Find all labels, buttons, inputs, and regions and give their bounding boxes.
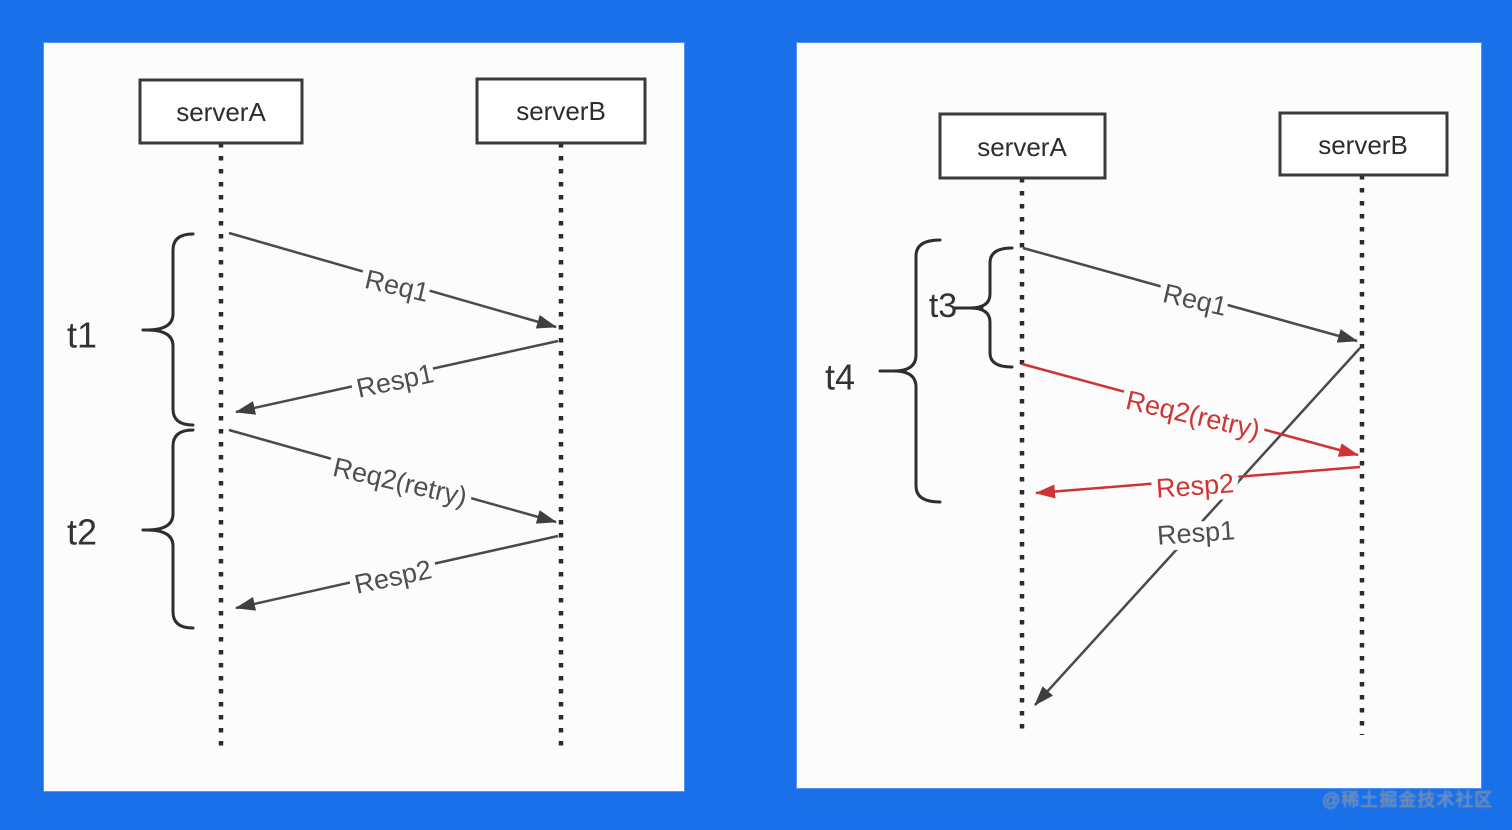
sequence-diagram-right: serverA serverB t4 t3: [825, 111, 1449, 735]
actor-label-server-b: serverB: [516, 96, 606, 126]
actor-server-b: serverB: [1278, 111, 1449, 177]
req1-arrow: [1022, 246, 1358, 343]
resp1-label: Resp1: [354, 358, 437, 404]
bracket-t3: t3: [929, 246, 1014, 369]
actor-server-a: serverA: [138, 78, 304, 145]
resp1-arrow: [235, 339, 559, 415]
right-diagram-panel: serverA serverB t4 t3: [797, 43, 1481, 788]
bracket-t4: t4: [825, 238, 942, 504]
bracket-label-t2: t2: [67, 512, 97, 553]
resp2-label: Resp2: [352, 554, 435, 600]
bracket-label-t1: t1: [67, 315, 97, 356]
req2-retry-label: Req2(retry): [1123, 385, 1263, 445]
actor-label-server-b: serverB: [1318, 130, 1408, 160]
actor-server-a: serverA: [938, 112, 1107, 180]
bracket-label-t4: t4: [825, 357, 855, 398]
actor-label-server-a: serverA: [977, 132, 1067, 162]
req1-label: Req1: [1160, 278, 1230, 322]
actor-server-b: serverB: [475, 77, 647, 145]
juejin-watermark: @稀土掘金技术社区: [1322, 790, 1494, 810]
actor-label-server-a: serverA: [176, 97, 266, 127]
resp2-arrow: [1035, 465, 1361, 499]
bracket-label-t3: t3: [929, 287, 957, 325]
req2-retry-label: Req2(retry): [330, 452, 470, 512]
sequence-diagram-left: serverA serverB t1 t2: [67, 77, 647, 749]
req1-arrow: [228, 231, 557, 329]
resp1-label: Resp1: [1156, 515, 1236, 550]
req2-retry-arrow: [1021, 362, 1359, 457]
bracket-t1: t1: [67, 232, 195, 427]
left-diagram-panel: serverA serverB t1 t2: [44, 43, 684, 791]
resp1-arrow: [1034, 347, 1361, 706]
resp2-label: Resp2: [1155, 468, 1235, 503]
req1-label: Req1: [362, 264, 432, 308]
resp2-arrow: [235, 534, 559, 611]
req2-retry-arrow: [228, 428, 557, 524]
bracket-t2: t2: [67, 428, 195, 630]
